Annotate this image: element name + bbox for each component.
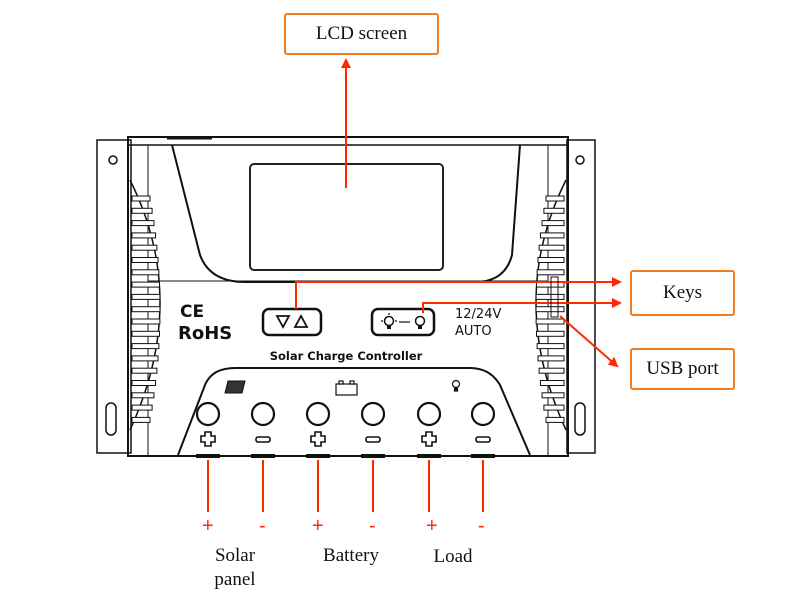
usb-port	[550, 276, 559, 318]
solar-plus-sign: +	[202, 515, 214, 537]
solar-label-line2: panel	[214, 569, 256, 590]
solar-label-line1: Solar	[214, 545, 256, 566]
vent-slot	[131, 392, 155, 399]
down-arrow-icon	[275, 315, 291, 329]
vent-slot	[535, 330, 565, 337]
plus-terminal-icon	[200, 431, 216, 447]
voltage-label: 12/24V	[455, 307, 501, 322]
vent-slot	[541, 220, 565, 227]
vent-slot	[131, 195, 151, 202]
load-minus-sign: -	[478, 515, 485, 537]
vent-slot	[131, 269, 160, 276]
vent-slot	[539, 380, 565, 386]
vent-slot	[131, 330, 161, 337]
vent-slot	[538, 367, 565, 374]
terminal-slot	[251, 454, 275, 458]
vent-slot	[535, 318, 565, 325]
vent-slot	[536, 269, 565, 276]
left-vent-slots	[131, 195, 161, 423]
vent-slot	[537, 257, 565, 263]
nav-keys-button[interactable]	[261, 307, 323, 337]
bulb-on-icon	[381, 313, 397, 329]
terminal-slot	[417, 454, 441, 458]
vent-slot	[131, 244, 158, 251]
terminal-slot	[196, 454, 220, 458]
vent-slot	[131, 220, 155, 227]
usb-arrow	[559, 315, 619, 368]
plus-terminal-icon	[421, 431, 437, 447]
vent-slot	[541, 392, 565, 399]
vent-slot	[545, 416, 565, 423]
vent-slot	[131, 318, 161, 325]
usb-port-callout: USB port	[630, 348, 735, 390]
vent-slot	[131, 257, 159, 263]
terminal-screw	[360, 401, 386, 427]
vent-slot	[131, 232, 157, 239]
solar-minus-sign: -	[259, 515, 266, 537]
vent-slot	[131, 293, 161, 300]
terminal-screw	[250, 401, 276, 427]
vent-slot	[131, 207, 153, 214]
minus-terminal-icon	[475, 436, 491, 443]
vent-slot	[539, 232, 565, 239]
solar-panel-label: Solar panel	[205, 544, 265, 592]
minus-terminal-icon	[255, 436, 271, 443]
minus-terminal-icon	[365, 436, 381, 443]
plus-terminal-icon	[310, 431, 326, 447]
vent-slot	[131, 281, 161, 288]
vent-slot	[131, 355, 159, 362]
battery-label: Battery	[323, 545, 379, 566]
vent-slot	[131, 367, 158, 374]
terminal-slot	[361, 454, 385, 458]
load-plus-sign: +	[426, 515, 438, 537]
terminal-screw	[305, 401, 331, 427]
vent-slot	[537, 355, 565, 362]
vent-slot	[131, 306, 161, 313]
keys-arrow-1	[295, 277, 622, 309]
vent-slot	[131, 380, 157, 386]
vent-slot	[131, 343, 160, 350]
vent-slot	[543, 404, 565, 411]
lcd-screen-callout: LCD screen	[284, 13, 439, 55]
bulb-icon	[451, 379, 461, 392]
vent-slot	[535, 306, 565, 313]
left-mounting-flange	[96, 139, 132, 454]
vent-slot	[535, 293, 565, 300]
battery-plus-sign: +	[312, 515, 324, 537]
ce-mark: CE	[180, 302, 204, 322]
right-mounting-flange	[566, 139, 596, 454]
solar-panel-icon	[224, 380, 246, 394]
vent-slot	[131, 416, 151, 423]
terminal-screw	[195, 401, 221, 427]
keys-callout: Keys	[630, 270, 735, 316]
terminal-slot	[471, 454, 495, 458]
battery-minus-sign: -	[369, 515, 376, 537]
vent-slot	[543, 207, 565, 214]
product-label: Solar Charge Controller	[270, 349, 423, 363]
up-arrow-icon	[293, 314, 309, 328]
terminal-row	[195, 401, 496, 458]
vent-slot	[131, 404, 153, 411]
terminal-screw	[416, 401, 442, 427]
wire-leads	[207, 460, 484, 512]
terminal-slot	[306, 454, 330, 458]
load-mode-key-button[interactable]	[370, 307, 436, 337]
bulb-off-icon	[414, 315, 426, 329]
vent-slot	[536, 343, 565, 350]
vent-slot	[538, 244, 565, 251]
rohs-mark: RoHS	[178, 323, 232, 344]
terminal-screw	[470, 401, 496, 427]
auto-label: AUTO	[455, 324, 492, 339]
keys-arrow-2	[422, 298, 622, 313]
load-label: Load	[433, 546, 473, 567]
battery-icon	[335, 380, 358, 396]
right-vent-slots	[535, 195, 565, 423]
vent-slot	[545, 195, 565, 202]
